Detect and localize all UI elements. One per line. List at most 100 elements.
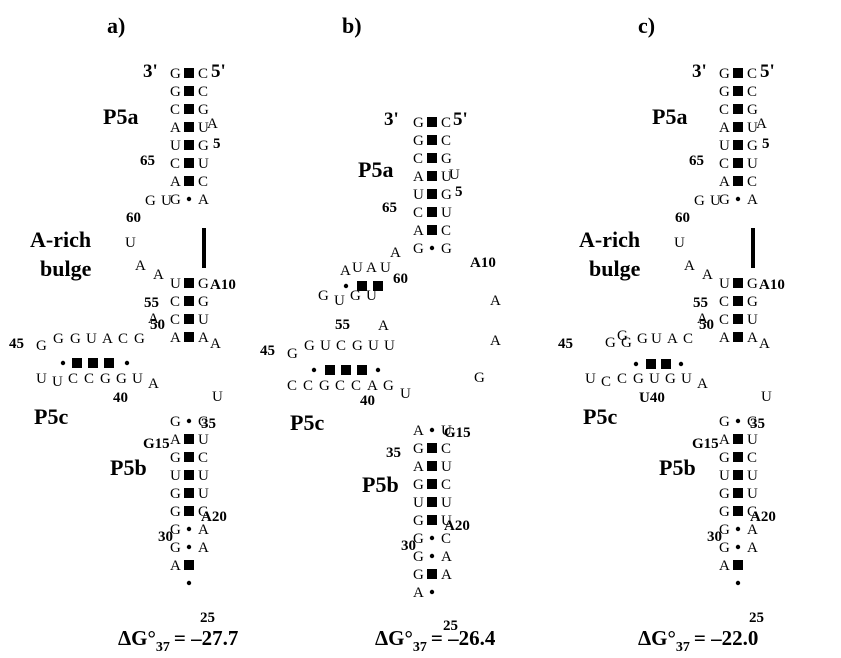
nucleotide: A bbox=[684, 258, 695, 274]
panel-c-label: c) bbox=[638, 13, 655, 38]
nucleotide: U bbox=[36, 371, 47, 387]
watson-crick-pair bbox=[733, 470, 743, 480]
wobble-pair bbox=[343, 283, 349, 289]
nucleotide: U bbox=[449, 167, 460, 183]
watson-crick-pair bbox=[733, 140, 743, 150]
nucleotide: U bbox=[747, 156, 758, 172]
nucleotide: G bbox=[36, 338, 47, 354]
nucleotide: U bbox=[747, 486, 758, 502]
dg-symbol: ΔG° bbox=[638, 626, 676, 650]
nucleotide: A bbox=[390, 245, 401, 261]
position-number: 35 bbox=[201, 416, 216, 432]
nucleotide: A bbox=[413, 223, 424, 239]
nucleotide: C bbox=[441, 133, 451, 149]
watson-crick-pair bbox=[325, 365, 335, 375]
panel-c-free-energy: ΔG°37= –22.0 bbox=[638, 626, 758, 655]
nucleotide: U bbox=[368, 338, 379, 354]
position-number: 5 bbox=[213, 136, 221, 152]
position-number: 65 bbox=[382, 200, 397, 216]
position-number: G15 bbox=[444, 425, 471, 441]
nucleotide: U bbox=[747, 468, 758, 484]
nucleotide: U bbox=[441, 495, 452, 511]
helix-label-p5c: P5c bbox=[34, 404, 68, 429]
helix-label-p5a: P5a bbox=[103, 104, 138, 129]
watson-crick-pair bbox=[733, 104, 743, 114]
position-number: 55 bbox=[335, 317, 350, 333]
nucleotide: G bbox=[413, 549, 424, 565]
position-number: 45 bbox=[9, 336, 24, 352]
watson-crick-pair bbox=[733, 560, 743, 570]
nucleotide: A bbox=[441, 549, 452, 565]
nucleotide: A bbox=[719, 174, 730, 190]
nucleotide: G bbox=[719, 66, 730, 82]
nucleotide: A bbox=[667, 331, 678, 347]
wobble-pair bbox=[429, 553, 435, 559]
nucleotide: C bbox=[335, 378, 345, 394]
nucleotide: C bbox=[336, 338, 346, 354]
nucleotide: C bbox=[170, 312, 180, 328]
nucleotide: G bbox=[170, 192, 181, 208]
dg-subscript: 37 bbox=[156, 640, 170, 655]
watson-crick-pair bbox=[184, 314, 194, 324]
nucleotide: G bbox=[53, 331, 64, 347]
watson-crick-pair bbox=[184, 140, 194, 150]
nucleotide: A bbox=[170, 558, 181, 574]
watson-crick-pair bbox=[733, 452, 743, 462]
nucleotide: A bbox=[490, 293, 501, 309]
dg-value: = –22.0 bbox=[694, 626, 758, 650]
nucleotide: A bbox=[170, 174, 181, 190]
nucleotide: G bbox=[413, 477, 424, 493]
nucleotide: A bbox=[759, 336, 770, 352]
nucleotide: C bbox=[351, 378, 361, 394]
nucleotide: U bbox=[320, 338, 331, 354]
nucleotide: G bbox=[198, 102, 209, 118]
position-number: A20 bbox=[201, 509, 227, 525]
nucleotide: A bbox=[747, 330, 758, 346]
annotation-a-rich: A-rich bbox=[30, 227, 91, 252]
nucleotide: A bbox=[366, 260, 377, 276]
nucleotide: U bbox=[161, 193, 172, 209]
nucleotide: U bbox=[170, 138, 181, 154]
watson-crick-pair bbox=[733, 158, 743, 168]
helix-label-p5a: P5a bbox=[358, 157, 393, 182]
wobble-pair bbox=[678, 361, 684, 367]
nucleotide: G bbox=[637, 331, 648, 347]
dg-value: = –27.7 bbox=[174, 626, 238, 650]
three-prime-end: 3' bbox=[384, 109, 399, 130]
nucleotide: G bbox=[318, 288, 329, 304]
nucleotide: U bbox=[747, 432, 758, 448]
nucleotide: U bbox=[212, 389, 223, 405]
position-number: 40 bbox=[113, 390, 128, 406]
nucleotide: C bbox=[118, 331, 128, 347]
helix-label-p5b: P5b bbox=[659, 455, 696, 480]
watson-crick-pair bbox=[88, 358, 98, 368]
watson-crick-pair bbox=[733, 176, 743, 186]
position-number: 25 bbox=[749, 610, 764, 626]
nucleotide: U bbox=[52, 374, 63, 390]
nucleotide: G bbox=[621, 335, 632, 351]
nucleotide: U bbox=[747, 312, 758, 328]
watson-crick-pair bbox=[661, 359, 671, 369]
position-number: 65 bbox=[689, 153, 704, 169]
annotation-a-rich: A-rich bbox=[579, 227, 640, 252]
watson-crick-pair bbox=[733, 68, 743, 78]
panel-b-free-energy: ΔG°37= –26.4 bbox=[375, 626, 496, 655]
nucleotide: C bbox=[747, 66, 757, 82]
wobble-pair bbox=[735, 196, 741, 202]
nucleotide: C bbox=[683, 331, 693, 347]
nucleotide: U bbox=[198, 468, 209, 484]
wobble-pair bbox=[186, 418, 192, 424]
nucleotide: U bbox=[125, 235, 136, 251]
nucleotide: U bbox=[681, 371, 692, 387]
nucleotide: C bbox=[287, 378, 297, 394]
svg-text:ΔG°37= –26.4: ΔG°37= –26.4 bbox=[375, 626, 496, 655]
nucleotide: A bbox=[747, 540, 758, 556]
position-number: 25 bbox=[443, 618, 458, 634]
nucleotide: G bbox=[747, 276, 758, 292]
wobble-pair bbox=[429, 245, 435, 251]
watson-crick-pair bbox=[184, 332, 194, 342]
position-number: A20 bbox=[750, 509, 776, 525]
watson-crick-pair bbox=[427, 443, 437, 453]
nucleotide: C bbox=[601, 374, 611, 390]
